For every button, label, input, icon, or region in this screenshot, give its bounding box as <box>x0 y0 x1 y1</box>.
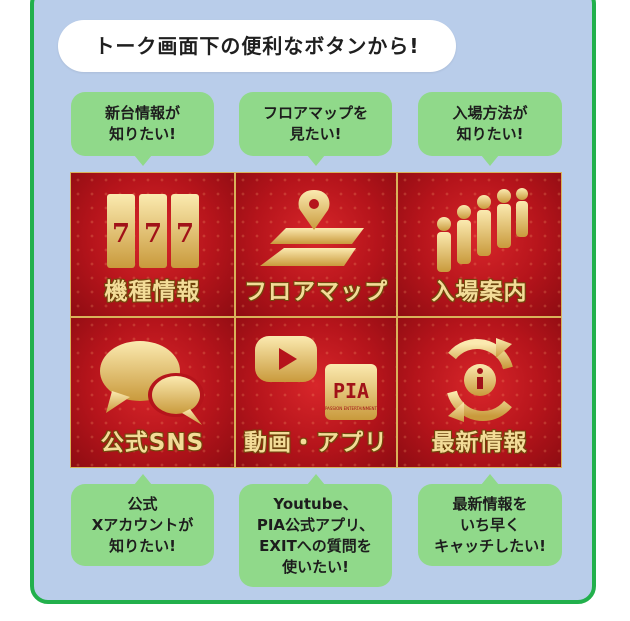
tip-official-x: 公式 Xアカウントが 知りたい! <box>71 474 214 566</box>
tip-text: フロアマップを 見たい! <box>262 104 368 143</box>
tip-text: 公式 Xアカウントが 知りたい! <box>91 494 194 555</box>
tip-text: 最新情報を いち早く キャッチしたい! <box>434 494 546 555</box>
machine-info-button[interactable]: 7 7 7 機種情報 <box>70 172 235 317</box>
people-queue-icon <box>398 185 561 277</box>
map-pin-icon <box>236 185 396 277</box>
tip-text: Youtube、 PIA公式アプリ、 EXITへの質問を 使いたい! <box>256 494 375 576</box>
pia-badge-text: PIA <box>333 379 369 403</box>
headline-bubble: トーク画面下の便利なボタンから! <box>58 20 456 72</box>
floor-map-button[interactable]: フロアマップ <box>235 172 397 317</box>
video-app-icon: PIA PASSION ENTERTAINMENT <box>236 332 396 424</box>
tip-new-machines: 新台情報が 知りたい! <box>71 92 214 166</box>
headline-text: トーク画面下の便利なボタンから! <box>94 34 420 58</box>
entry-guide-label: 入場案内 <box>431 279 528 305</box>
video-app-label: 動画・アプリ <box>244 430 388 456</box>
tip-floor-map: フロアマップを 見たい! <box>239 92 392 166</box>
latest-info-button[interactable]: 最新情報 <box>397 317 562 468</box>
headline-bubble-tail <box>96 58 118 72</box>
slot-777-icon: 7 7 7 <box>71 185 234 277</box>
slot-digit: 7 <box>111 219 129 249</box>
pia-badge-subtext: PASSION ENTERTAINMENT <box>325 406 378 411</box>
tip-video-app: Youtube、 PIA公式アプリ、 EXITへの質問を 使いたい! <box>239 474 392 587</box>
chat-bubbles-icon <box>71 336 234 428</box>
video-app-button[interactable]: PIA PASSION ENTERTAINMENT 動画・アプリ <box>235 317 397 468</box>
official-sns-button[interactable]: 公式SNS <box>70 317 235 468</box>
tip-text: 入場方法が 知りたい! <box>452 104 528 143</box>
slot-digit: 7 <box>175 219 193 249</box>
tip-entry-method: 入場方法が 知りたい! <box>418 92 562 166</box>
floor-map-label: フロアマップ <box>244 279 388 305</box>
tip-text: 新台情報が 知りたい! <box>104 104 180 143</box>
slot-digit: 7 <box>143 219 161 249</box>
tip-latest-info: 最新情報を いち早く キャッチしたい! <box>418 474 562 566</box>
latest-info-label: 最新情報 <box>431 430 528 456</box>
info-refresh-icon <box>398 334 561 426</box>
machine-info-label: 機種情報 <box>104 279 201 305</box>
entry-guide-button[interactable]: 入場案内 <box>397 172 562 317</box>
rich-menu-grid: 7 7 7 機種情報 フロアマップ <box>70 172 562 468</box>
official-sns-label: 公式SNS <box>100 430 205 456</box>
